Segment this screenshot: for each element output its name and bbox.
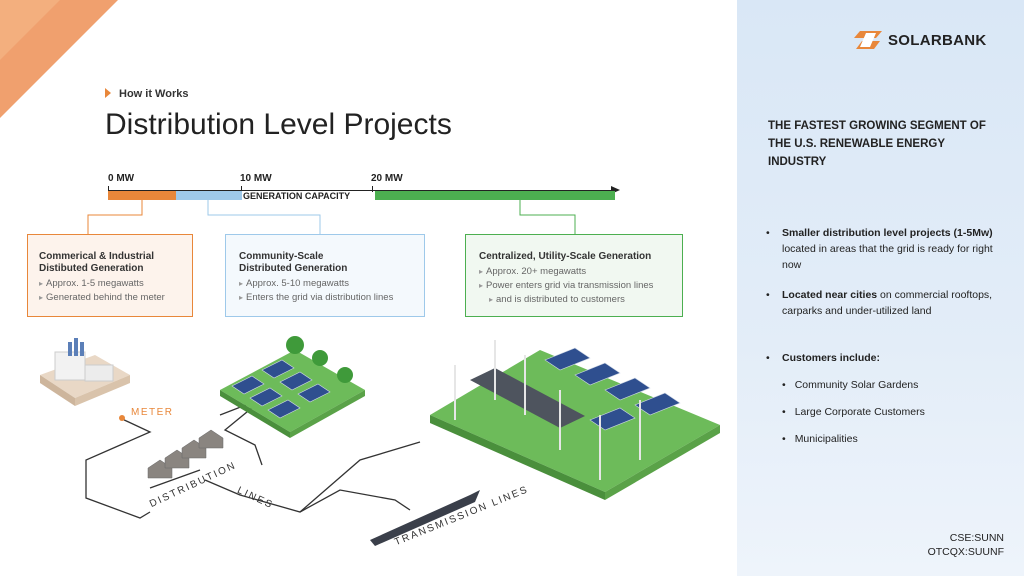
connector-lines <box>87 200 576 234</box>
side-panel <box>737 0 1024 576</box>
panel-headline: THE FASTEST GROWING SEGMENT OF THE U.S. … <box>768 120 986 168</box>
customer-label: Community Solar Gardens <box>794 379 919 391</box>
tick-mark <box>372 186 373 192</box>
customer-item: •Community Solar Gardens <box>782 379 919 391</box>
section-kicker: How it Works <box>105 88 188 100</box>
card-title: Centralized, Utility-Scale Generation <box>479 251 652 262</box>
grid-illustration <box>40 336 720 546</box>
kicker-label: How it Works <box>119 88 189 100</box>
card-point: Approx. 20+ megawatts <box>479 265 682 279</box>
tick-10mw: 10 MW <box>240 173 272 184</box>
tick-mark <box>108 186 109 192</box>
card-utility-scale: Centralized, Utility-Scale Generation Ap… <box>465 234 683 317</box>
bullet-2: • Located near cities on commercial roof… <box>766 289 993 317</box>
houses-icon <box>147 429 224 479</box>
card-community-scale: Community-Scale Distributed Generation A… <box>225 234 425 317</box>
card-commercial-industrial: Commerical & Industrial Distibuted Gener… <box>27 234 193 317</box>
card-point: Generated behind the meter <box>39 291 192 305</box>
card-title: Commerical & Industrial <box>39 251 155 262</box>
factory-icon <box>40 338 130 406</box>
arrow-right-icon <box>611 186 620 194</box>
triangle-icon <box>105 88 111 98</box>
card-point: and is distributed to customers <box>479 293 682 307</box>
tick-mark <box>241 186 242 192</box>
customer-item: •Large Corporate Customers <box>782 406 925 418</box>
ticker-otcqx: OTCQX:SUUNF <box>927 546 1004 558</box>
segment-utility <box>375 191 615 200</box>
card-title: Community-Scale <box>239 251 324 262</box>
tick-20mw: 20 MW <box>371 173 403 184</box>
bullet-1: • Smaller distribution level projects (1… <box>766 227 993 271</box>
card-title: Distibuted Generation <box>39 263 144 274</box>
segment-community <box>176 191 242 200</box>
bullet-bold: Located near cities <box>782 289 878 301</box>
bullet-bold: Customers include: <box>782 352 881 364</box>
utility-solar-wind-icon <box>430 340 720 500</box>
brand-logo: SOLARBANK <box>852 29 987 51</box>
customer-label: Large Corporate Customers <box>794 406 925 418</box>
card-point: Approx. 1-5 megawatts <box>39 277 192 291</box>
bullet-3: • Customers include: <box>766 352 881 364</box>
brand-name: SOLARBANK <box>888 31 987 49</box>
bullet-text: on commercial rooftops, carparks and und… <box>782 289 993 317</box>
ticker-cse: CSE:SUNN <box>949 532 1004 544</box>
stock-tickers: CSE:SUNN OTCQX:SUUNF <box>928 531 1004 559</box>
page-title: Distribution Level Projects <box>105 108 452 141</box>
bullet-bold: Smaller distribution level projects (1-5… <box>782 227 993 239</box>
card-point: Approx. 5-10 megawatts <box>239 277 424 291</box>
customer-item: •Municipalities <box>782 433 858 445</box>
capacity-axis <box>108 190 613 191</box>
customer-label: Municipalities <box>794 433 858 445</box>
segment-ci <box>108 191 176 200</box>
card-point: Power enters grid via transmission lines <box>479 279 682 293</box>
community-solar-icon <box>220 336 365 438</box>
capacity-label: GENERATION CAPACITY <box>243 191 351 201</box>
corner-accent-light <box>0 0 60 60</box>
meter-label: METER <box>131 407 174 418</box>
bullet-text: located in areas that the grid is ready … <box>782 243 993 271</box>
card-title: Distributed Generation <box>239 263 348 274</box>
solarbank-logo-icon <box>854 31 882 49</box>
card-point: Enters the grid via distribution lines <box>239 291 424 305</box>
tick-0mw: 0 MW <box>108 173 135 184</box>
